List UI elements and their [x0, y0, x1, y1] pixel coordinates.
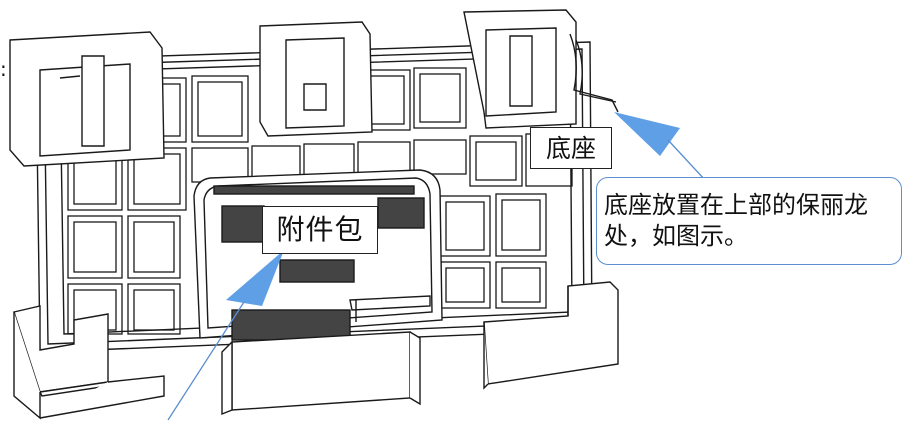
accessory-callout-arrow — [167, 250, 284, 421]
note-text: 底座放置在上部的保丽龙处，如图示。 — [604, 191, 868, 250]
colon-mark: : — [0, 57, 7, 81]
foam-top-corners — [9, 9, 577, 167]
accessory-bag-label: 附件包 — [262, 206, 378, 254]
note-box — [596, 177, 902, 265]
foam-bottom-corners — [13, 281, 619, 420]
base-label: 底座 — [530, 127, 612, 169]
cable — [569, 33, 619, 113]
